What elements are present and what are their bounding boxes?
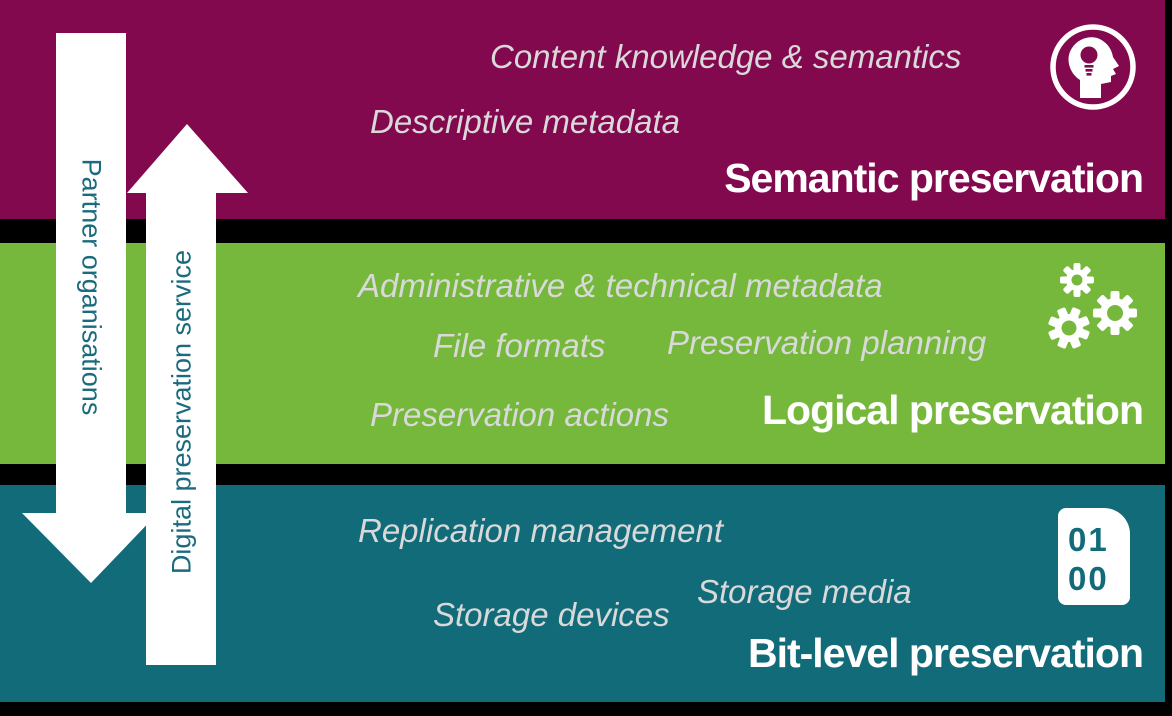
head-lightbulb-icon <box>1050 24 1136 110</box>
item-content-knowledge-semantics: Content knowledge & semantics <box>490 38 962 75</box>
gears-icon <box>1048 263 1137 349</box>
partner-organisations-arrow-label: Partner organisations <box>76 158 107 416</box>
item-preservation-planning: Preservation planning <box>667 324 987 361</box>
digital-preservation-service-arrow-label: Digital preservation service <box>166 249 197 575</box>
item-file-formats: File formats <box>433 327 606 364</box>
semantic-preservation-title: Semantic preservation <box>724 155 1144 201</box>
item-preservation-actions: Preservation actions <box>370 396 669 433</box>
item-descriptive-metadata: Descriptive metadata <box>370 103 680 140</box>
item-administrative-technical-metadata: Administrative & technical metadata <box>358 267 883 304</box>
logical-preservation-title: Logical preservation <box>761 387 1144 433</box>
binary-digits-line2: 00 <box>1068 560 1109 597</box>
item-replication-management: Replication management <box>358 512 724 549</box>
binary-document-icon: 01 00 <box>1058 508 1130 605</box>
up-arrow <box>127 124 248 665</box>
down-arrow <box>22 33 158 583</box>
item-storage-devices: Storage devices <box>433 596 670 633</box>
item-storage-media: Storage media <box>697 573 912 610</box>
bit-level-preservation-title: Bit-level preservation <box>748 630 1144 676</box>
binary-digits-line1: 01 <box>1068 521 1109 558</box>
